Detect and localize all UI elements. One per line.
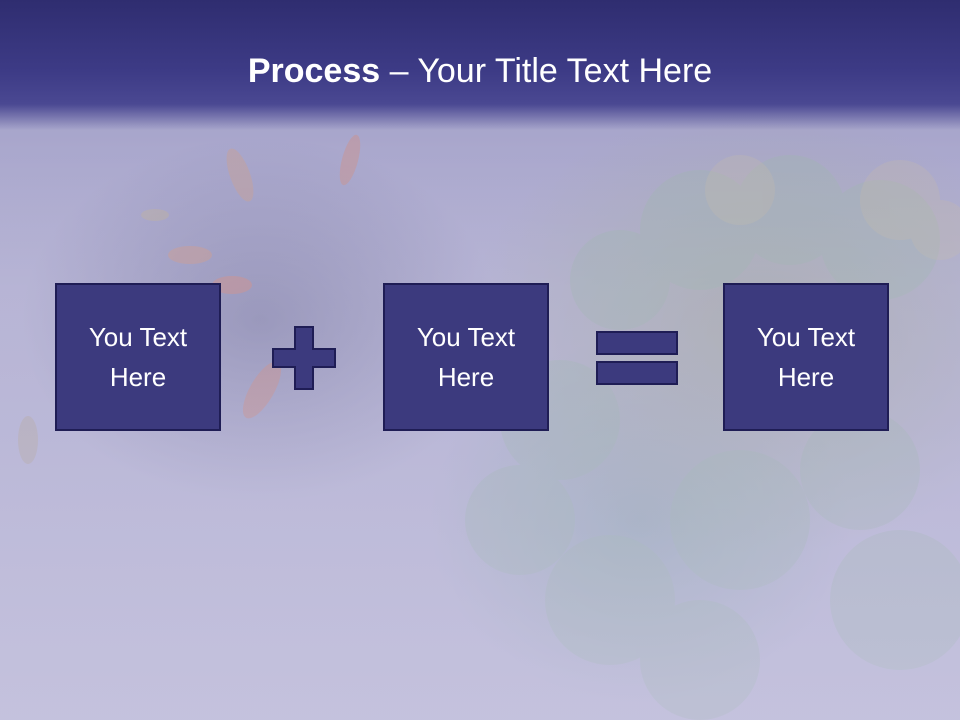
plus-icon [272, 326, 336, 390]
page-title: Process – Your Title Text Here [0, 52, 960, 91]
process-box-2: You Text Here [383, 283, 549, 431]
process-box-3-text: You Text Here [756, 322, 856, 392]
equals-icon [596, 331, 678, 385]
process-box-2-text: You Text Here [416, 322, 516, 392]
title-rest: – Your Title Text Here [380, 52, 713, 90]
title-bold: Process [247, 52, 381, 90]
process-box-3: You Text Here [723, 283, 889, 431]
title-banner [0, 0, 960, 130]
process-box-1-text: You Text Here [88, 322, 188, 392]
process-box-1: You Text Here [55, 283, 221, 431]
